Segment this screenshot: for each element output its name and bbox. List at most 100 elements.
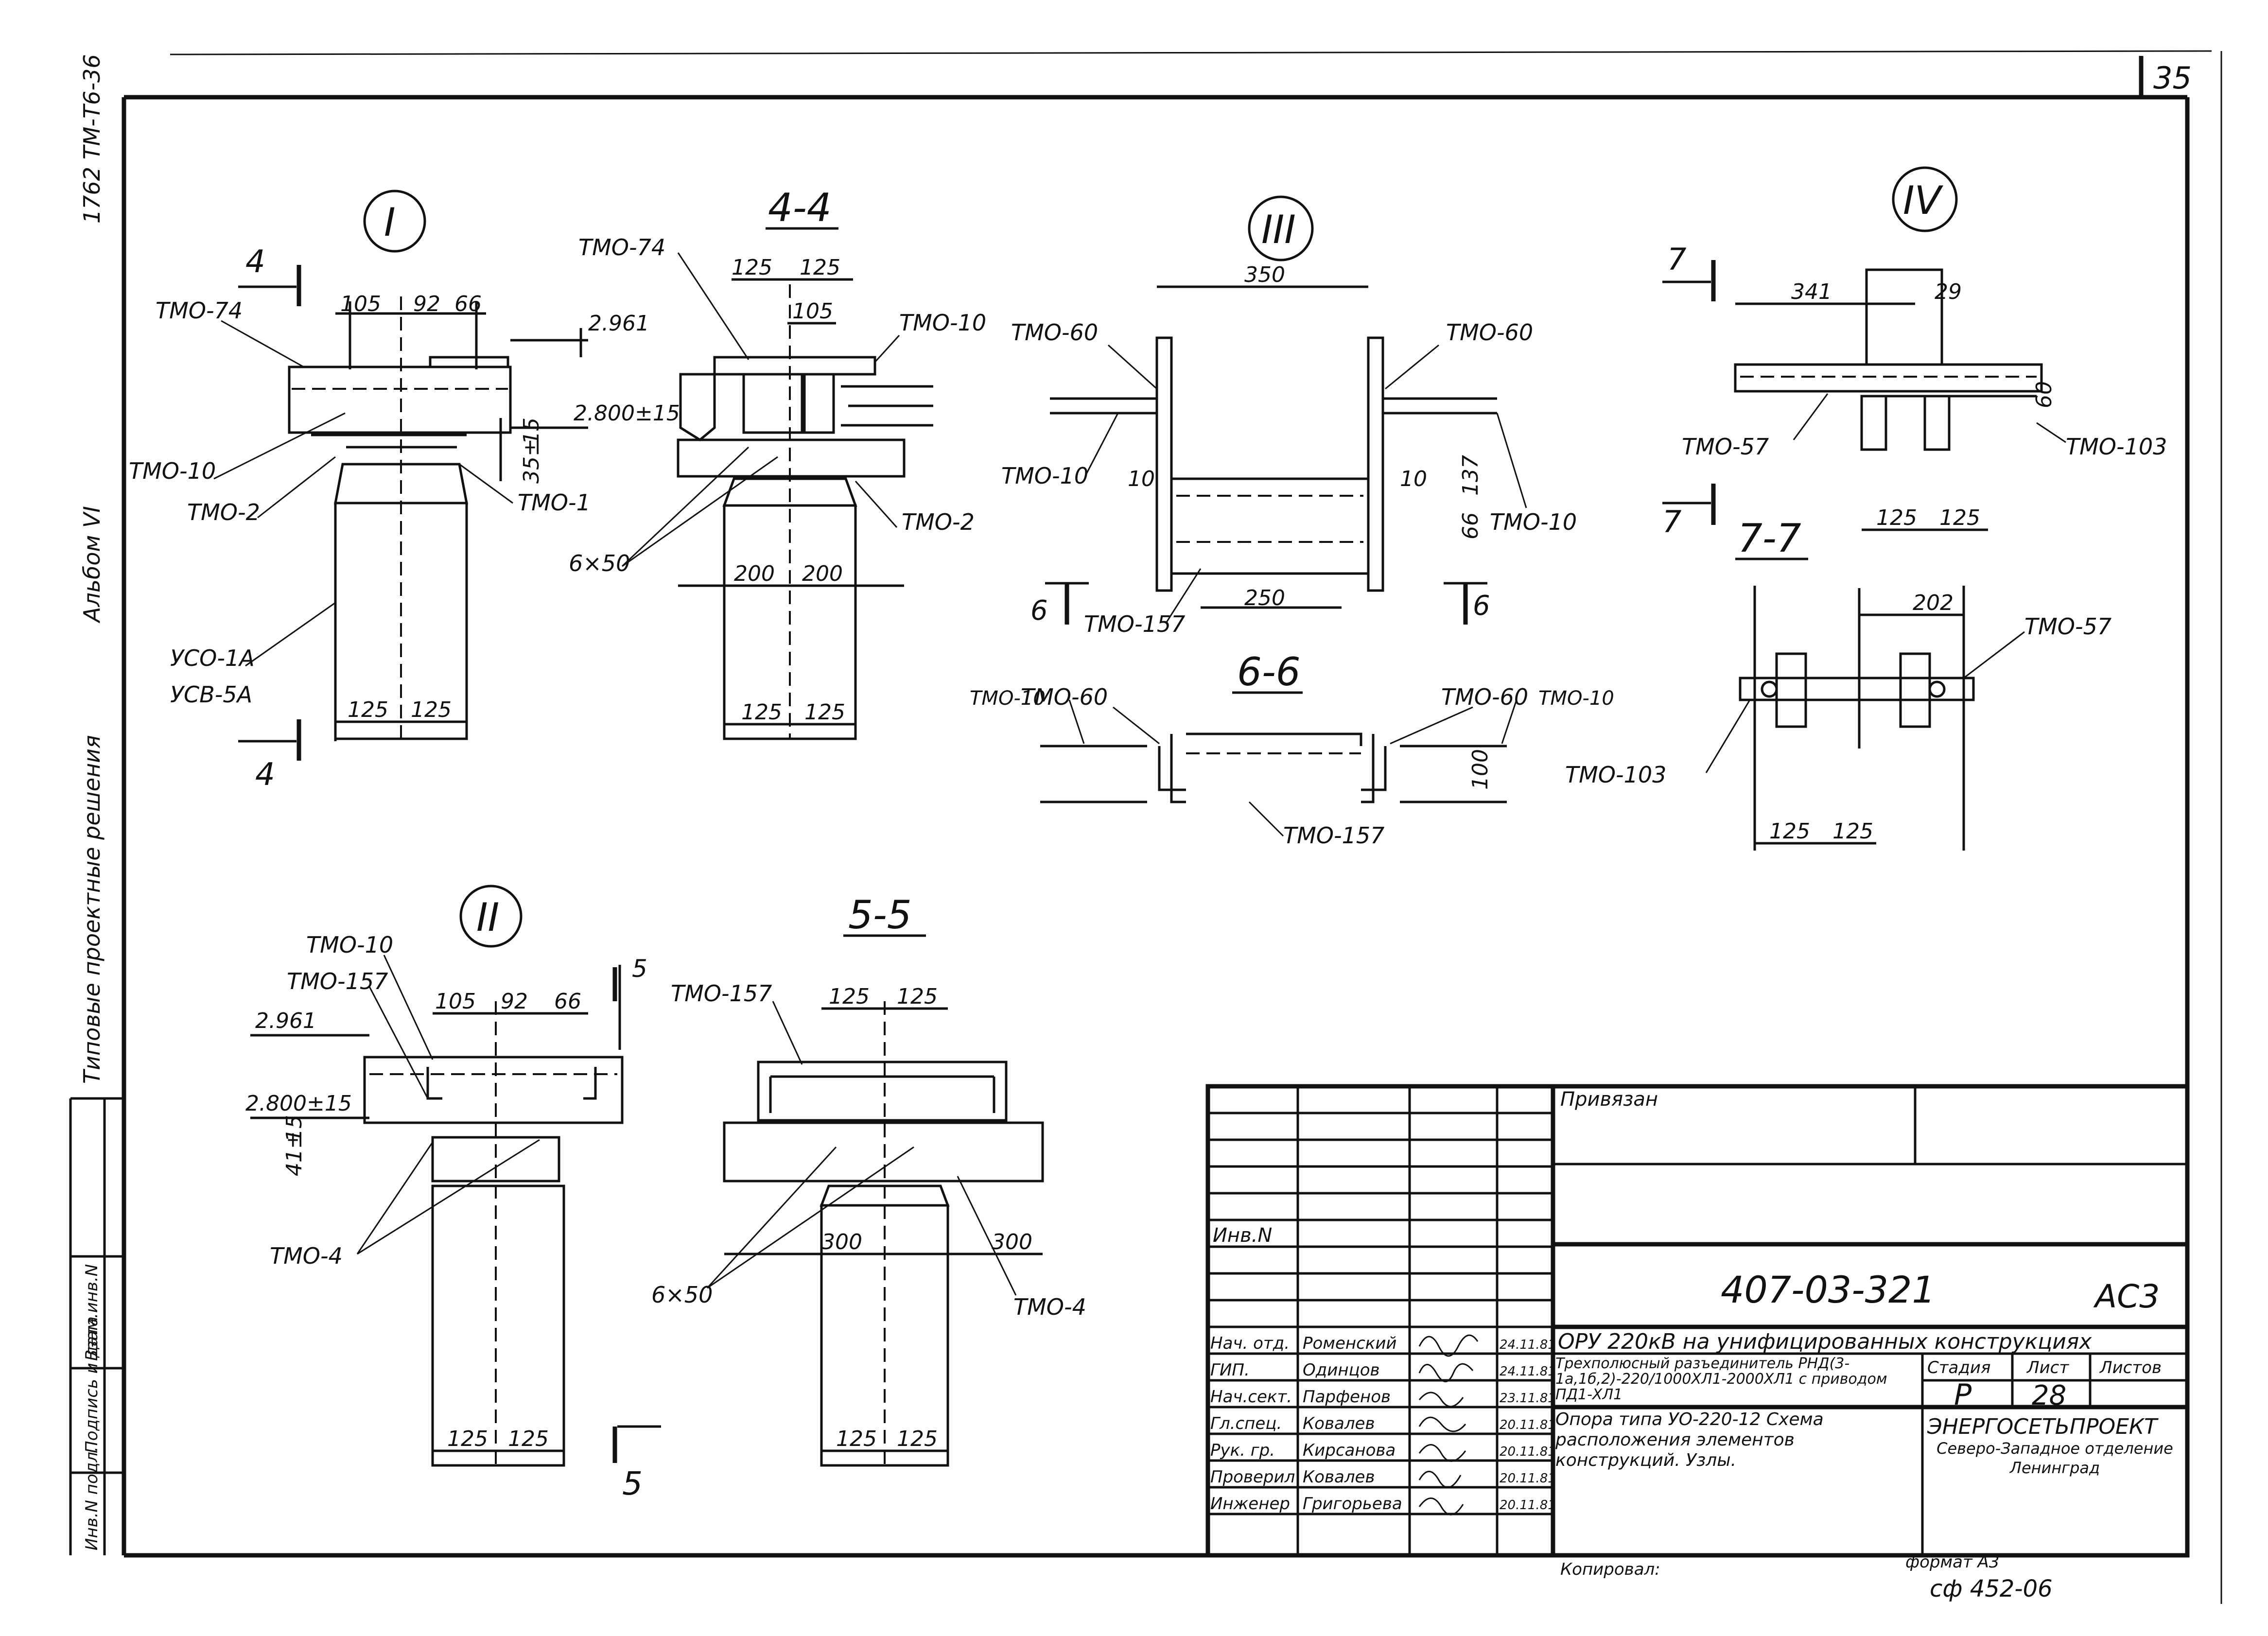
node-4-label-tmo103: ТМО-103 bbox=[2066, 434, 2167, 460]
section-5-5-dim-125a: 125 bbox=[829, 984, 870, 1009]
section-5-5-dim-125d: 125 bbox=[897, 1427, 938, 1451]
section-4-4-title: 4-4 bbox=[768, 185, 832, 230]
node-4-view: IV 7 7 341 29 60 125 125 ТМО-57 ТМО-103 bbox=[1662, 166, 2167, 540]
node-4-dim-125b: 125 bbox=[1939, 505, 1980, 530]
node-3-view: III 350 10 10 137 66 250 6 6 ТМО-60 ТМО-… bbox=[1001, 195, 1577, 637]
signature-scribble bbox=[1418, 1363, 1474, 1382]
signature-scribble bbox=[1418, 1471, 1462, 1488]
page-number: 35 bbox=[2153, 60, 2192, 96]
node-1-dim-15: 15 bbox=[519, 418, 544, 445]
signature-scribble bbox=[1418, 1444, 1466, 1462]
section-6-6-dim-100: 100 bbox=[1468, 749, 1493, 790]
node-2-dim-2961: 2.961 bbox=[255, 1009, 316, 1033]
sign-name-1: Одинцов bbox=[1303, 1360, 1380, 1380]
node-1-dim-2800: 2.800±15 bbox=[574, 401, 680, 426]
copied-label: Копировал: bbox=[1560, 1560, 1660, 1579]
node-2-dim-2800: 2.800±15 bbox=[245, 1091, 352, 1116]
node-4-cut-top: 7 bbox=[1667, 242, 1686, 277]
section-6-6-title: 6-6 bbox=[1237, 649, 1301, 695]
node-3-dim-250: 250 bbox=[1244, 586, 1285, 610]
side-album: Альбом VI bbox=[79, 506, 105, 624]
section-4-4-dim-125b: 125 bbox=[800, 255, 840, 280]
format-label: формат А3 bbox=[1905, 1552, 1999, 1572]
node-1-dim-66: 66 bbox=[454, 292, 482, 316]
node-2-dim-66: 66 bbox=[554, 989, 581, 1014]
signature-scribble bbox=[1418, 1416, 1466, 1432]
section-5-5-dim-300a: 300 bbox=[821, 1230, 862, 1254]
node-3-label-tmo60a: ТМО-60 bbox=[1011, 319, 1098, 346]
node-4-cut-bottom: 7 bbox=[1662, 504, 1681, 540]
side-col-inv: Инв.N подл. bbox=[82, 1446, 102, 1550]
node-3-label-tmo157: ТМО-157 bbox=[1084, 611, 1185, 637]
sign-name-0: Роменский bbox=[1303, 1334, 1397, 1353]
section-4-4-label-tmo2: ТМО-2 bbox=[902, 509, 975, 535]
sign-date-0: 24.11.81 bbox=[1500, 1338, 1556, 1352]
node-1-label-usv5a: УСВ-5А bbox=[170, 681, 252, 708]
section-4-4-dim-105: 105 bbox=[792, 299, 833, 324]
node-1-view: I 4 4 105 92 66 2.961 2.800±15 15 35± 12 bbox=[129, 190, 680, 793]
title-block-inv-no: Инв.N bbox=[1213, 1224, 1272, 1247]
sign-date-6: 20.11.81 bbox=[1500, 1498, 1556, 1513]
section-7-7-dim-125b: 125 bbox=[1832, 819, 1873, 844]
node-1-label-tmo1: ТМО-1 bbox=[518, 489, 591, 516]
node-1-label-tmo10: ТМО-10 bbox=[129, 458, 216, 484]
node-3-cut-right: 6 bbox=[1473, 590, 1490, 622]
side-col-replace: Взам.инв.N bbox=[82, 1264, 102, 1361]
node-4-dim-125a: 125 bbox=[1876, 505, 1917, 530]
title-block-org: ЭНЕРГОСЕТЬПРОЕКТ bbox=[1927, 1414, 2159, 1439]
sign-date-3: 20.11.81 bbox=[1500, 1418, 1556, 1432]
node-3-marker: III bbox=[1261, 207, 1296, 252]
section-6-6-label-tmo10a: ТМО-10 bbox=[970, 687, 1046, 710]
node-3-dim-137: 137 bbox=[1458, 455, 1483, 496]
sign-role-4: Рук. гр. bbox=[1210, 1441, 1275, 1460]
node-1-dim-35: 35± bbox=[519, 438, 544, 484]
node-2-cut-bottom: 5 bbox=[622, 1465, 643, 1502]
node-2-dim-15: 15 bbox=[282, 1115, 307, 1142]
sign-name-2: Парфенов bbox=[1303, 1387, 1391, 1407]
side-strip: 1762 ТМ-Т6-36 Альбом VI Типовые проектны… bbox=[69, 54, 124, 1555]
node-1-dim-105: 105 bbox=[340, 292, 381, 316]
node-3-dim-350: 350 bbox=[1244, 262, 1285, 287]
section-5-5-label-tmo157: ТМО-157 bbox=[671, 980, 772, 1007]
node-1-dim-125a: 125 bbox=[348, 697, 388, 722]
section-4-4-dim-125c: 125 bbox=[741, 700, 782, 725]
sign-name-4: Кирсанова bbox=[1303, 1441, 1396, 1460]
sign-role-6: Инженер bbox=[1210, 1494, 1290, 1514]
section-5-5-label-tmo4: ТМО-4 bbox=[1013, 1294, 1086, 1320]
signature-rows: Нач. отд. Роменский 24.11.81 ГИП. Одинцо… bbox=[1210, 1334, 1556, 1515]
node-4-label-tmo57: ТМО-57 bbox=[1682, 434, 1769, 460]
sign-date-1: 24.11.81 bbox=[1500, 1364, 1556, 1379]
node-2-label-tmo4: ТМО-4 bbox=[270, 1243, 343, 1269]
sign-role-1: ГИП. bbox=[1210, 1360, 1250, 1380]
node-1-marker: I bbox=[384, 200, 396, 245]
sign-role-0: Нач. отд. bbox=[1210, 1334, 1290, 1353]
node-4-dim-29: 29 bbox=[1935, 279, 1962, 304]
title-block-doc-code: 407-03-321 bbox=[1721, 1268, 1936, 1311]
node-2-dim-125b: 125 bbox=[508, 1427, 549, 1451]
node-3-dim-10b: 10 bbox=[1400, 467, 1427, 491]
sign-name-6: Григорьева bbox=[1303, 1494, 1402, 1514]
title-block-drawing-title-wrap: Опора типа УО-220-12 Схема расположения … bbox=[1555, 1410, 1824, 1470]
node-4-dim-60: 60 bbox=[2032, 381, 2057, 408]
title-block: Привязан Инв.N 407-03-321 АС3 ОРУ 220кВ … bbox=[1205, 1084, 2190, 1558]
node-1-cut-bottom: 4 bbox=[255, 757, 275, 793]
section-6-6-label-tmo157: ТМО-157 bbox=[1283, 822, 1384, 849]
side-series-code: 1762 ТМ-Т6-36 bbox=[79, 54, 105, 224]
section-6-6-view: 6-6 100 ТМО-60 ТМО-60 ТМО-10 ТМО-10 ТМО-… bbox=[970, 649, 1614, 849]
sign-date-2: 23.11.81 bbox=[1500, 1391, 1556, 1406]
title-block-drawing-title: Опора типа УО-220-12 Схема расположения … bbox=[1555, 1410, 1824, 1470]
node-1-label-tmo74: ТМО-74 bbox=[156, 297, 243, 324]
order-number: сф 452-06 bbox=[1930, 1575, 2053, 1602]
sign-role-2: Нач.сект. bbox=[1210, 1387, 1292, 1407]
section-6-6-label-tmo10b: ТМО-10 bbox=[1538, 687, 1614, 710]
node-2-view: II 105 92 66 2.961 2.800±15 15 41± 125 1… bbox=[245, 885, 661, 1502]
title-block-privyazan: Привязан bbox=[1560, 1088, 1658, 1111]
section-4-4-label-6x50: 6×50 bbox=[569, 550, 630, 576]
section-5-5-label-6x50: 6×50 bbox=[651, 1282, 713, 1308]
section-6-6-label-tmo60a: ТМО-60 bbox=[1021, 684, 1108, 710]
node-4-dim-341: 341 bbox=[1791, 279, 1832, 304]
title-block-stage-header: Стадия bbox=[1927, 1358, 1990, 1377]
node-3-cut-left: 6 bbox=[1030, 595, 1048, 627]
section-5-5-dim-125c: 125 bbox=[836, 1427, 877, 1451]
node-3-label-tmo10b: ТМО-10 bbox=[1490, 509, 1577, 535]
